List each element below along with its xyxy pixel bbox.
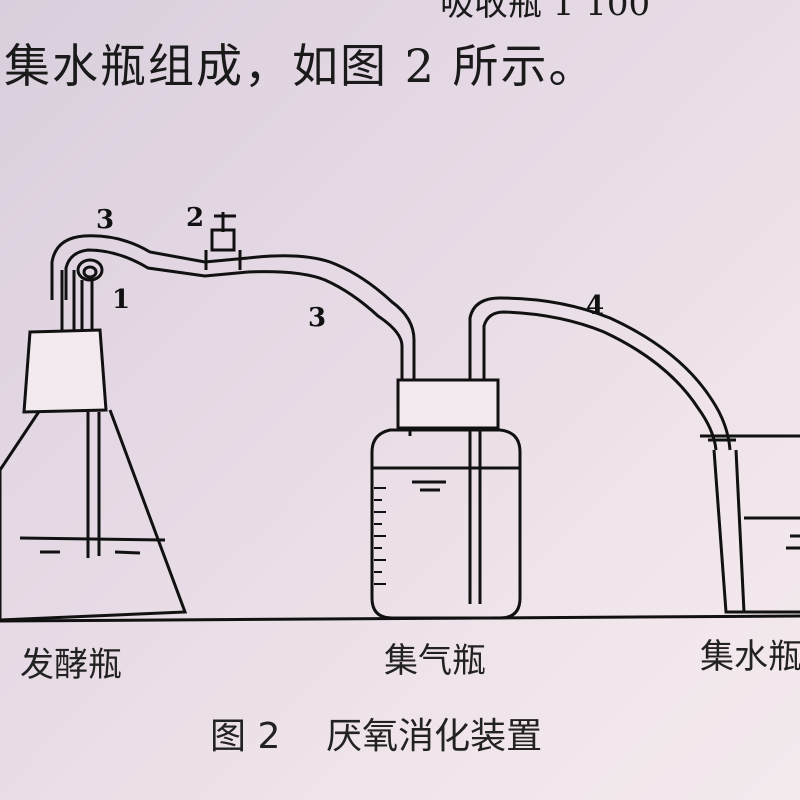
label-part-4: 4 (586, 291, 604, 321)
tube-3-right (247, 254, 416, 380)
tube-clamp (204, 212, 242, 270)
tube-4 (468, 296, 732, 451)
caption-fermentation-flask: 发酵瓶 (20, 645, 122, 685)
tube-3-left (50, 234, 249, 300)
label-part-3-right: 3 (308, 303, 326, 333)
water-collection-bottle (700, 434, 800, 614)
gas-collection-bottle (370, 378, 522, 620)
figure-caption: 图 2 厌氧消化装置 (210, 716, 542, 757)
label-part-2: 2 (186, 203, 204, 233)
cropped-header-text: 吸收瓶 1 100 (440, 0, 651, 24)
caption-water-collection-bottle: 集水瓶 (700, 637, 800, 677)
intro-sentence: 集水瓶组成，如图 2 所示。 (4, 39, 597, 93)
caption-gas-collection-bottle: 集气瓶 (384, 641, 486, 681)
label-part-3-left: 3 (96, 205, 114, 235)
fermentation-flask (0, 270, 188, 622)
label-part-1: 1 (112, 285, 130, 315)
gas-bottle-scale-ticks (374, 487, 386, 585)
